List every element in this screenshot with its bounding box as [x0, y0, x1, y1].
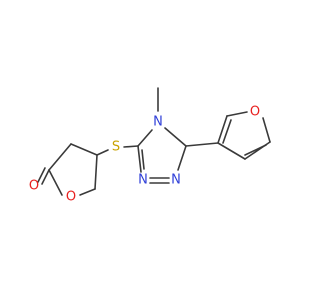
bond-o1-c2	[48, 169, 63, 196]
bond-furan-c2c3-double	[222, 119, 232, 144]
bond-c4-s	[96, 149, 109, 156]
bond-c2-c3	[48, 143, 72, 171]
bond-c2-o-double-a	[41, 169, 50, 185]
bond-s-c3	[123, 145, 139, 148]
molecule-diagram: O O S N N N O	[29, 87, 271, 205]
bond-n2-c3	[137, 145, 142, 173]
bond-n4-c5	[164, 127, 187, 147]
triazole-n4-label: N	[153, 115, 163, 130]
bond-c2-o-double-b	[37, 167, 46, 183]
lactone-oxygen-label: O	[66, 190, 76, 205]
bond-c5-furan	[185, 142, 219, 147]
structure-canvas: O O S N N N O	[28, 87, 271, 205]
bond-furan-c4-c3	[217, 142, 246, 160]
sulfur-label: S	[112, 140, 120, 155]
bond-furan-c3-c2	[217, 115, 228, 144]
bond-furan-c4c5-double	[244, 144, 267, 156]
furan-oxygen-label: O	[250, 105, 260, 120]
bond-furan-c2-o	[226, 111, 248, 117]
bond-c4-c5	[94, 154, 98, 190]
bond-c3-n4	[137, 129, 153, 147]
bond-c5-n1	[177, 145, 187, 171]
bond-c3-n2-double	[141, 149, 145, 170]
bond-furan-o-c5	[262, 117, 271, 143]
bond-c5-o1	[79, 188, 96, 196]
triazole-n2-label: N	[138, 173, 148, 188]
carbonyl-oxygen-label: O	[29, 179, 39, 194]
triazole-n1-label: N	[171, 173, 181, 188]
bond-c3-c4	[70, 143, 98, 156]
